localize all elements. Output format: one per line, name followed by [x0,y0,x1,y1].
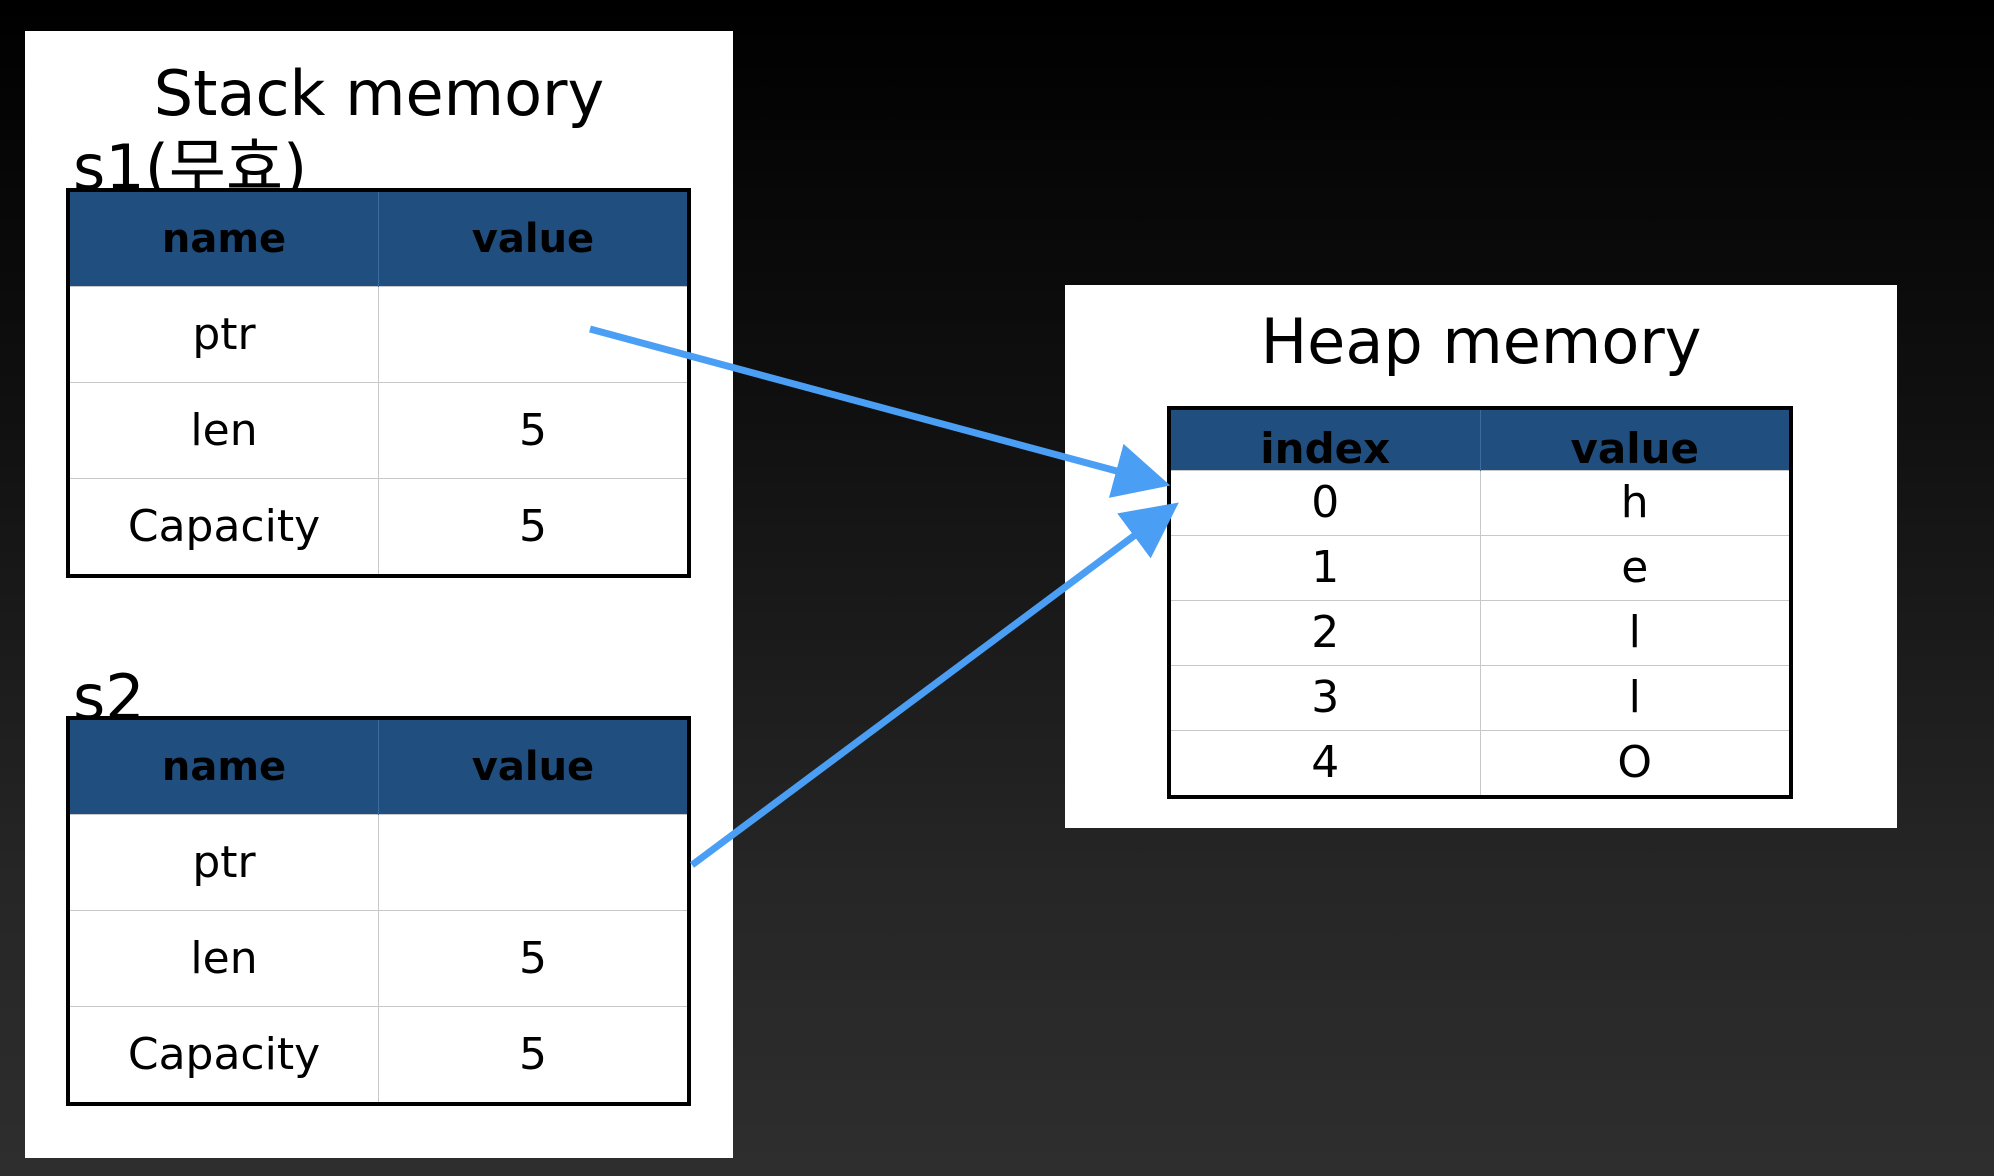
s2-header-value: value [378,718,689,815]
heap-index-cell: 4 [1169,730,1481,797]
s2-row-ptr: ptr [68,814,689,911]
heap-memory-panel: Heap memory index value 0 h 1 e 2 l 3 l [1065,285,1897,828]
heap-index-cell: 3 [1169,665,1481,731]
s2-len-name: len [68,910,379,1007]
heap-memory-title: Heap memory [1260,305,1702,378]
heap-index-cell: 0 [1169,470,1481,536]
s2-row-capacity: Capacity 5 [68,1006,689,1104]
heap-header-row: index value [1169,408,1791,471]
s1-capacity-name: Capacity [68,478,379,576]
s1-row-capacity: Capacity 5 [68,478,689,576]
heap-row: 0 h [1169,470,1791,536]
s2-table: name value ptr len 5 Capacity 5 [66,716,691,1106]
s2-ptr-value [378,814,689,911]
heap-row: 3 l [1169,665,1791,731]
s1-len-name: len [68,382,379,479]
s1-len-value: 5 [378,382,689,479]
heap-row: 4 O [1169,730,1791,797]
s2-header-name: name [68,718,379,815]
s2-ptr-name: ptr [68,814,379,911]
heap-index-cell: 2 [1169,600,1481,666]
heap-table: index value 0 h 1 e 2 l 3 l 4 O [1167,406,1793,799]
heap-index-cell: 1 [1169,535,1481,601]
heap-value-cell: e [1480,535,1791,601]
s1-row-len: len 5 [68,382,689,479]
s1-capacity-value: 5 [378,478,689,576]
heap-value-cell: l [1480,600,1791,666]
s2-header-row: name value [68,718,689,815]
heap-value-cell: l [1480,665,1791,731]
heap-value-cell: O [1480,730,1791,797]
s2-row-len: len 5 [68,910,689,1007]
s1-row-ptr: ptr [68,286,689,383]
heap-header-value: value [1480,408,1791,471]
s1-header-row: name value [68,190,689,287]
s2-len-value: 5 [378,910,689,1007]
s1-table: name value ptr len 5 Capacity 5 [66,188,691,578]
s1-ptr-value [378,286,689,383]
heap-header-index: index [1169,408,1481,471]
heap-row: 2 l [1169,600,1791,666]
s2-capacity-value: 5 [378,1006,689,1104]
s2-capacity-name: Capacity [68,1006,379,1104]
s1-header-name: name [68,190,379,287]
heap-row: 1 e [1169,535,1791,601]
s1-header-value: value [378,190,689,287]
s1-ptr-name: ptr [68,286,379,383]
heap-value-cell: h [1480,470,1791,536]
stack-memory-title: Stack memory [153,57,605,130]
stack-memory-panel: Stack memory s1(무효) name value ptr len 5… [25,31,733,1158]
